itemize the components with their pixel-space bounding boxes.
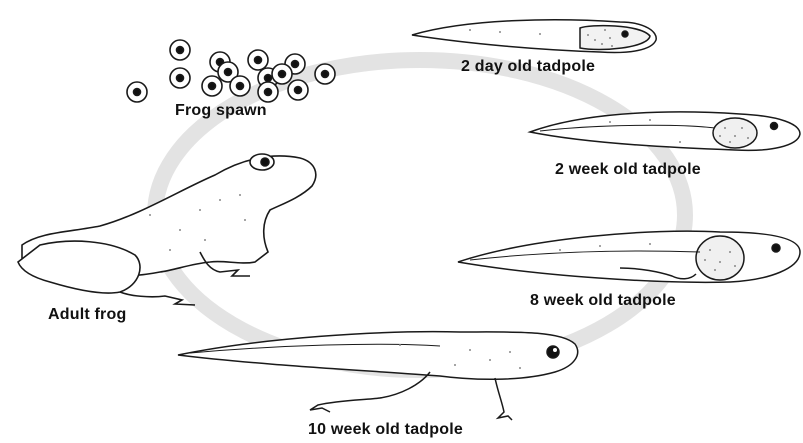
eight-week-tadpole (458, 231, 800, 282)
label-frog-spawn: Frog spawn (175, 102, 267, 120)
label-8-week-tadpole: 8 week old tadpole (530, 292, 676, 310)
label-adult-frog: Adult frog (48, 306, 126, 324)
two-week-tadpole (530, 112, 800, 150)
two-day-tadpole (412, 20, 656, 53)
label-10-week-tadpole: 10 week old tadpole (308, 421, 463, 439)
label-2-week-tadpole: 2 week old tadpole (555, 161, 701, 179)
label-2-day-tadpole: 2 day old tadpole (461, 58, 595, 76)
